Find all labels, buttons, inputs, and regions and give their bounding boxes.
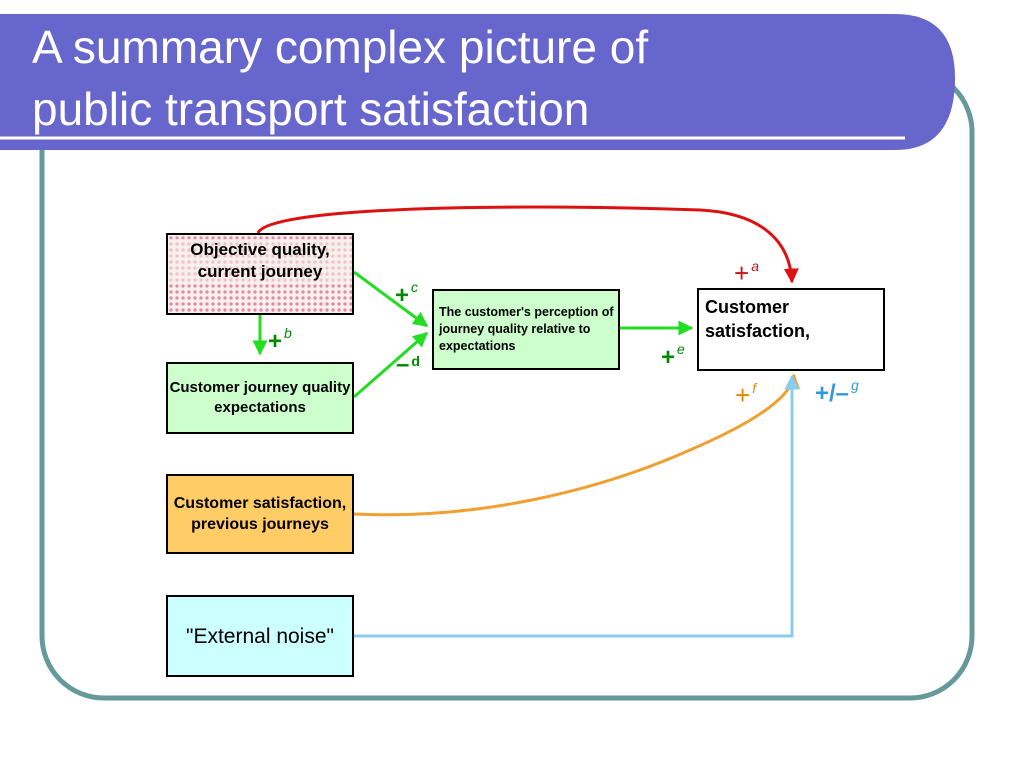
satisfaction-label: Customer satisfaction, [705, 297, 811, 341]
expectations-box: Customer journey quality expectations [166, 362, 354, 434]
effect-sign-b-superscript: b [284, 325, 292, 341]
arrow-objective-to-perception [353, 270, 429, 328]
effect-sign-d-superscript: d [411, 353, 420, 369]
effect-sign-b: +b [268, 326, 292, 355]
effect-sign-a-superscript: a [751, 258, 759, 274]
effect-sign-g-symbol: +/– [815, 380, 850, 407]
expectations-label: Customer journey quality expectations [169, 379, 351, 416]
effect-sign-g: +/–g [815, 378, 859, 407]
effect-sign-e-symbol: + [661, 344, 676, 371]
effect-sign-b-symbol: + [268, 328, 283, 355]
objective-quality-box: Objective quality, current journey [166, 233, 354, 315]
arrow-previous-to-satisfaction [353, 373, 801, 517]
satisfaction-box: Customer satisfaction, [697, 288, 885, 371]
effect-sign-e-superscript: e [677, 341, 685, 357]
effect-sign-c-superscript: c [411, 279, 419, 295]
effect-sign-e: +e [661, 342, 685, 371]
effect-sign-d: –d [396, 353, 420, 377]
effect-sign-f-superscript: f [752, 380, 757, 396]
effect-sign-f: +f [735, 380, 757, 410]
effect-sign-f-symbol: + [735, 380, 751, 410]
effect-sign-c: +c [395, 280, 418, 309]
previous-satisfaction-box: Customer satisfaction, previous journeys [166, 474, 354, 554]
title-banner [0, 14, 955, 150]
external-noise-label: "External noise" [186, 624, 334, 648]
effect-sign-d-symbol: – [396, 351, 410, 378]
previous-satisfaction-label: Customer satisfaction, previous journeys [173, 495, 347, 533]
perception-box: The customer's perception of journey qua… [432, 289, 620, 370]
effect-sign-a: +a [734, 258, 759, 288]
slide-title-line-2: public transport satisfaction [32, 83, 590, 135]
arrow-objective-to-satisfaction [256, 205, 799, 284]
effect-sign-c-symbol: + [395, 282, 410, 309]
arrow-expectations-to-perception [353, 331, 429, 399]
arrow-noise-to-satisfaction [354, 374, 800, 638]
slide-title-line-1: A summary complex picture of [32, 21, 649, 73]
effect-sign-g-superscript: g [851, 377, 859, 393]
effect-sign-a-symbol: + [734, 258, 750, 288]
objective-quality-label: Objective quality, current journey [168, 239, 352, 283]
external-noise-box: "External noise" [166, 595, 354, 677]
perception-label: The customer's perception of journey qua… [439, 305, 614, 353]
